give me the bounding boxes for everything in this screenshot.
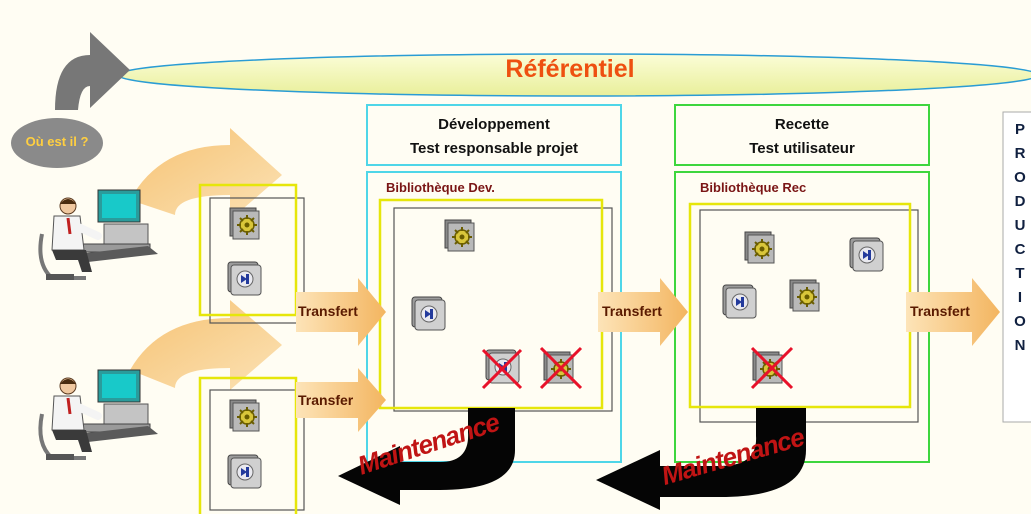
production-letter: C xyxy=(1014,241,1026,258)
dev-title-line1: Développement xyxy=(438,116,550,133)
production-letter: R xyxy=(1014,145,1026,162)
dev-title-line2: Test responsable projet xyxy=(409,140,579,157)
production-letter: P xyxy=(1014,121,1025,138)
transfer-bottom-label: Transfer xyxy=(298,392,354,408)
production-letter: N xyxy=(1014,337,1026,354)
question-label: Où est il ? xyxy=(25,134,89,149)
transfer-dev-label: Transfert xyxy=(602,303,662,319)
production-letter: I xyxy=(1017,289,1023,306)
production-letter: T xyxy=(1015,265,1025,282)
transfer-top-label: Transfert xyxy=(298,303,358,319)
production-letter: U xyxy=(1014,217,1026,234)
referentiel-label: Référentiel xyxy=(505,55,635,83)
dev-library-label: Bibliothèque Dev. xyxy=(386,180,495,195)
rec-title-line2: Test utilisateur xyxy=(749,140,855,157)
production-label: P R O D U C T I O N xyxy=(1008,118,1031,358)
production-letter: O xyxy=(1014,313,1026,330)
production-letter: O xyxy=(1014,169,1026,186)
production-letter: D xyxy=(1014,193,1026,210)
rec-library-label: Bibliothèque Rec xyxy=(700,180,807,195)
rec-title-line1: Recette xyxy=(774,116,830,133)
transfer-rec-label: Transfert xyxy=(910,303,970,319)
